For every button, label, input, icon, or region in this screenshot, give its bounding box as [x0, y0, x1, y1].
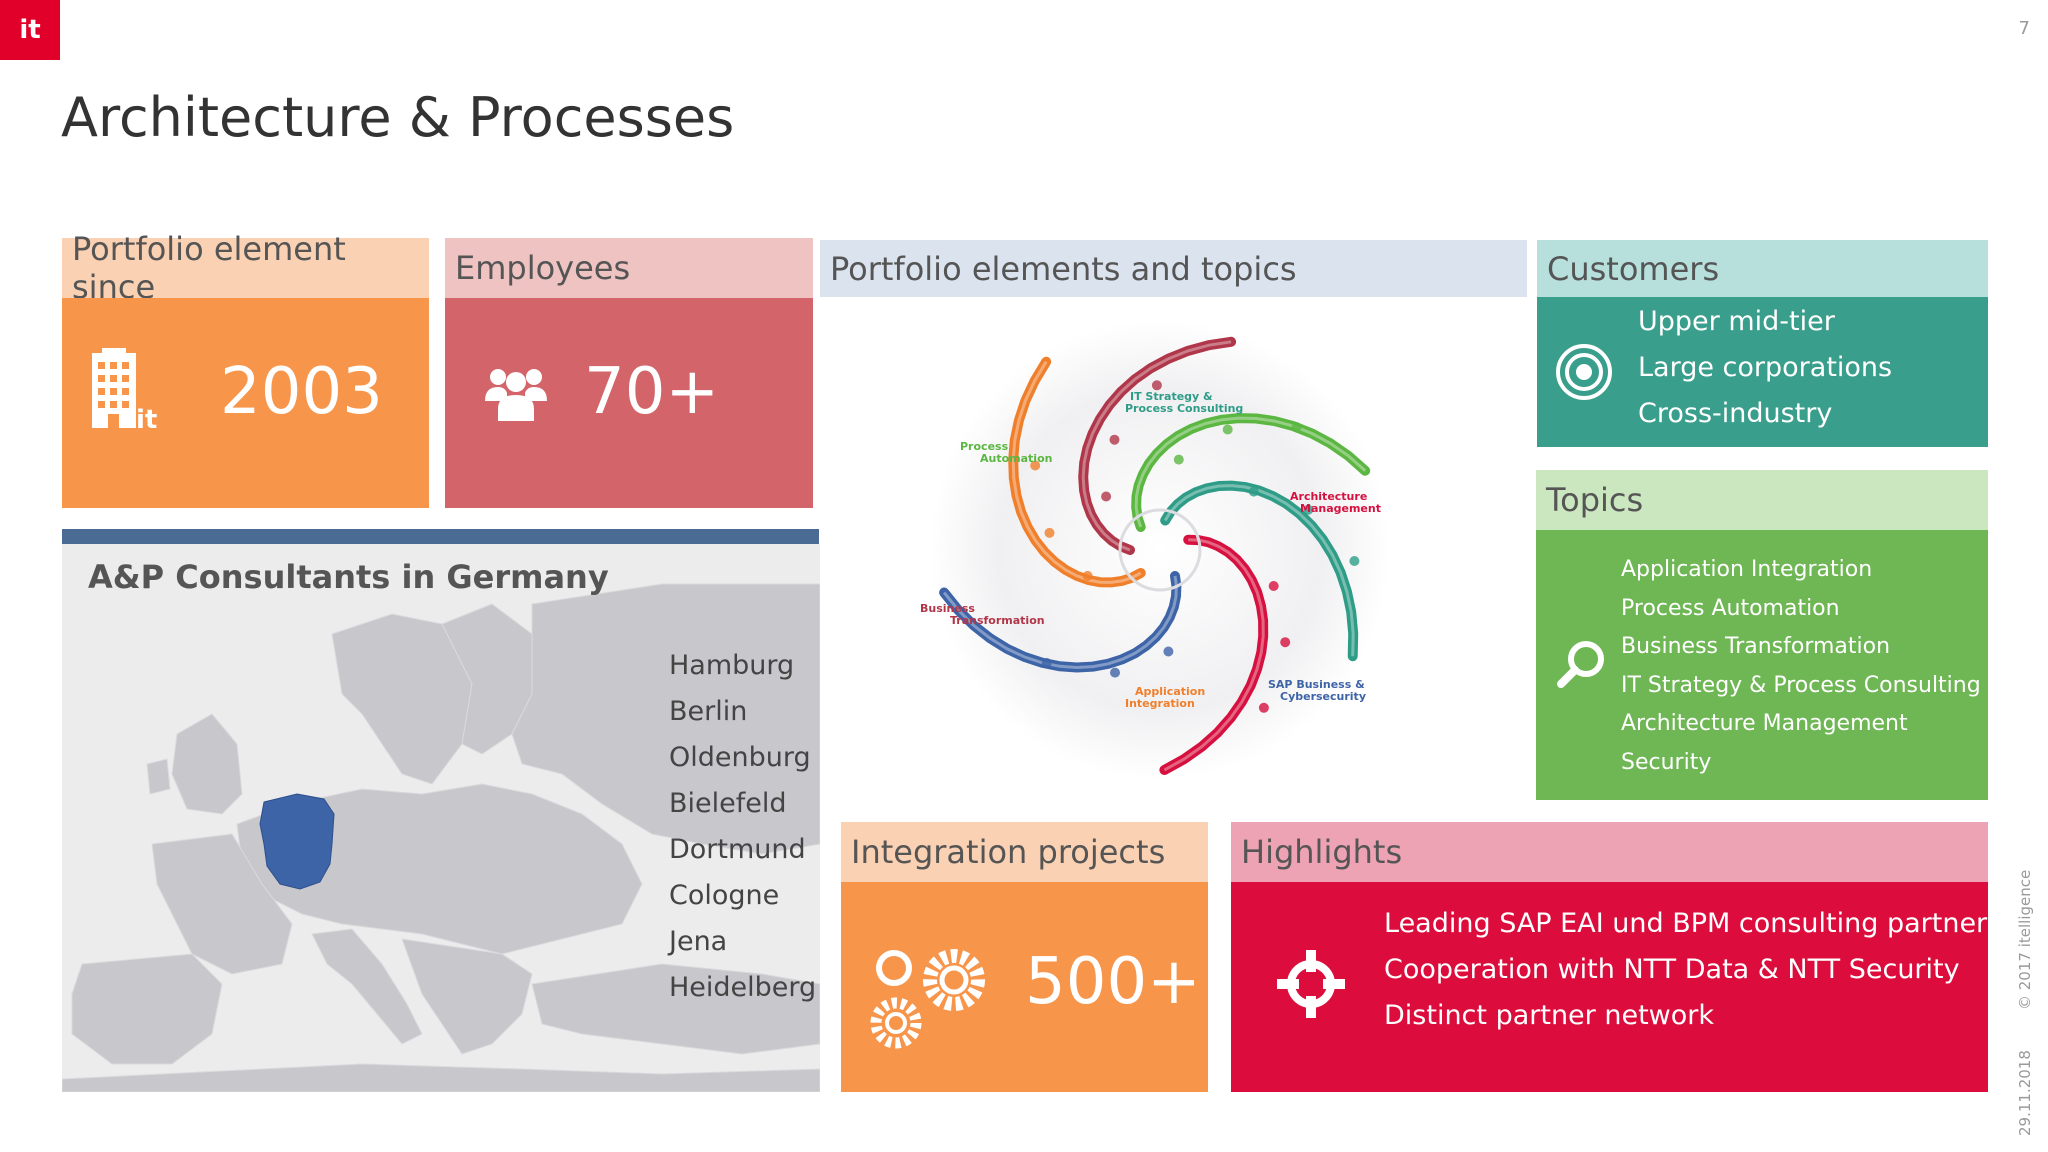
wheel-marker: [1110, 667, 1120, 678]
company-logo: it: [0, 0, 60, 60]
topic-item: Process Automation: [1621, 596, 1840, 621]
topic-item: Architecture Management: [1621, 711, 1908, 736]
customer-item: Upper mid-tier: [1638, 306, 1835, 337]
highlight-item: Distinct partner network: [1384, 1000, 1714, 1031]
wheel-marker: [1041, 658, 1052, 668]
wheel-marker: [1280, 637, 1291, 648]
highlight-item: Leading SAP EAI und BPM consulting partn…: [1384, 908, 1988, 939]
city-label: Bielefeld: [669, 788, 787, 819]
wheel-marker: [1303, 504, 1314, 515]
topic-item: Security: [1621, 750, 1712, 775]
page-title: Architecture & Processes: [61, 86, 735, 149]
integration-value: 500+: [1025, 945, 1201, 1019]
city-label: Cologne: [669, 880, 780, 911]
wheel-marker: [1151, 380, 1162, 391]
building-icon-text: it: [136, 405, 157, 433]
customers-body: [1537, 297, 1988, 447]
segment-label: IT Strategy &Process Consulting: [1125, 390, 1243, 415]
topic-item: Business Transformation: [1621, 634, 1891, 659]
wheel-marker: [1291, 422, 1302, 433]
wheel-arm-highlight: [1011, 360, 1142, 584]
wheel-arm: [1078, 336, 1237, 555]
city-label: Hamburg: [669, 650, 795, 681]
integration-header: Integration projects: [841, 822, 1208, 882]
topics-header: Topics: [1536, 470, 1988, 530]
city-label: Heidelberg: [669, 972, 817, 1003]
since-tile-header: Portfolio element since: [62, 230, 429, 306]
wheel-arm-highlight: [942, 575, 1178, 670]
wheel-arm-highlight: [1163, 484, 1355, 657]
target-icon: [1555, 343, 1613, 405]
city-label: Berlin: [669, 696, 748, 727]
topic-item: Application Integration: [1621, 557, 1873, 582]
customer-item: Cross-industry: [1638, 398, 1833, 429]
wheel-arm: [1160, 480, 1359, 662]
highlights-body: [1231, 882, 1988, 1092]
integration-body: [841, 882, 1208, 1092]
topic-item: IT Strategy & Process Consulting: [1621, 673, 1981, 698]
wheel-arm: [1131, 413, 1371, 532]
gears-icon: [866, 938, 996, 1060]
wheel-marker: [1163, 646, 1174, 657]
customer-item: Large corporations: [1638, 352, 1893, 383]
portfolio-wheel: IT Strategy &Process Consulting Architec…: [870, 300, 1450, 804]
wheel-arm-highlight: [1081, 340, 1232, 552]
wheel-marker: [1044, 527, 1055, 538]
wheel-marker: [1222, 424, 1233, 435]
portfolio-header: Portfolio elements and topics: [820, 240, 1527, 297]
wheel-marker: [1082, 570, 1093, 581]
employees-tile-header: Employees: [445, 238, 813, 298]
wheel-arm-highlight: [1134, 416, 1367, 528]
city-label: Oldenburg: [669, 742, 811, 773]
wheel-arm-highlight: [1163, 538, 1265, 772]
segment-label: SAP Business &Cybersecurity: [1268, 678, 1366, 703]
copyright-footer: © 2017 itelligence: [2016, 869, 2034, 1010]
building-icon: it: [90, 348, 170, 437]
wheel-marker: [1268, 581, 1279, 591]
wheel-marker: [1248, 486, 1259, 497]
city-label: Dortmund: [669, 834, 806, 865]
city-label: Jena: [669, 926, 728, 957]
wheel-marker: [1349, 556, 1360, 566]
topics-body: [1536, 530, 1988, 800]
highlights-header: Highlights: [1231, 822, 1988, 882]
germany-highlight: [259, 793, 335, 890]
wheel-marker: [1030, 460, 1041, 471]
people-icon: [485, 365, 547, 425]
wheel-marker: [1173, 454, 1184, 465]
employees-value: 70+: [584, 355, 720, 429]
wheel-marker: [1101, 491, 1112, 502]
wheel-marker: [1109, 434, 1120, 445]
map-title: A&P Consultants in Germany: [88, 558, 609, 596]
since-value: 2003: [220, 355, 383, 429]
crosshair-icon: [1275, 948, 1347, 1024]
page-number: 7: [2018, 18, 2030, 39]
wheel-marker: [1258, 702, 1269, 713]
customers-header: Customers: [1537, 240, 1988, 297]
wheel-arm: [1008, 356, 1146, 588]
map-card-accent-bar: [62, 529, 819, 544]
date-footer: 29.11.2018: [2016, 1050, 2034, 1136]
wheel-arm: [939, 571, 1182, 673]
wheel-arm: [1159, 534, 1269, 775]
search-icon: [1555, 638, 1607, 694]
europe-map: [62, 544, 820, 1092]
highlight-item: Cooperation with NTT Data & NTT Security: [1384, 954, 1960, 985]
